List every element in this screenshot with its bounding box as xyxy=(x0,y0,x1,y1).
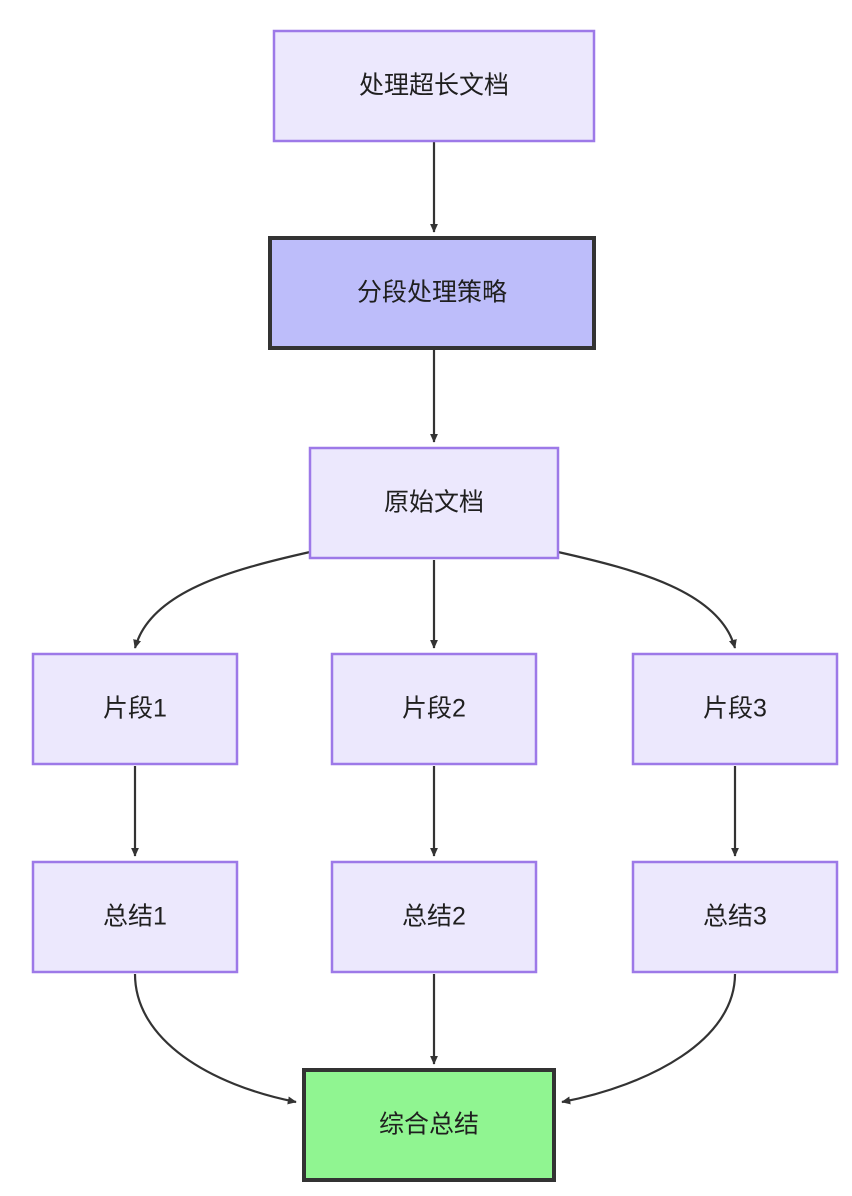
node-box-n9[interactable] xyxy=(631,860,839,974)
node-label-n10: 综合总结 xyxy=(379,1111,479,1139)
node-n10[interactable]: 综合总结 xyxy=(302,1068,556,1182)
node-box-n6[interactable] xyxy=(631,652,839,766)
node-n7[interactable]: 总结1 xyxy=(31,860,239,974)
node-n5[interactable]: 片段2 xyxy=(330,652,538,766)
node-n1[interactable]: 处理超长文档 xyxy=(272,29,596,143)
node-box-n8[interactable] xyxy=(330,860,538,974)
node-n9[interactable]: 总结3 xyxy=(631,860,839,974)
node-label-n2: 分段处理策略 xyxy=(357,279,507,307)
node-n2[interactable]: 分段处理策略 xyxy=(268,236,596,350)
node-label-n5: 片段2 xyxy=(402,695,466,723)
node-n4[interactable]: 片段1 xyxy=(31,652,239,766)
node-label-n7: 总结1 xyxy=(103,903,167,931)
edge-n7-to-n10 xyxy=(133,973,297,1105)
edge-n3-to-n4 xyxy=(133,550,311,649)
edge-n9-to-n10 xyxy=(561,973,737,1105)
node-label-n4: 片段1 xyxy=(103,695,167,723)
node-box-n4[interactable] xyxy=(31,652,239,766)
node-box-n2[interactable] xyxy=(268,236,596,350)
node-label-n3: 原始文档 xyxy=(384,489,484,517)
edge-n3-to-n6 xyxy=(557,550,737,649)
node-label-n6: 片段3 xyxy=(703,695,767,723)
node-box-n7[interactable] xyxy=(31,860,239,974)
node-n8[interactable]: 总结2 xyxy=(330,860,538,974)
node-label-n8: 总结2 xyxy=(402,903,466,931)
node-box-n1[interactable] xyxy=(272,29,596,143)
node-box-n10[interactable] xyxy=(302,1068,556,1182)
node-n3[interactable]: 原始文档 xyxy=(308,446,560,560)
node-label-n1: 处理超长文档 xyxy=(359,72,509,100)
node-n6[interactable]: 片段3 xyxy=(631,652,839,766)
node-box-n3[interactable] xyxy=(308,446,560,560)
edges-layer xyxy=(131,141,739,1105)
node-label-n9: 总结3 xyxy=(703,903,767,931)
node-box-n5[interactable] xyxy=(330,652,538,766)
